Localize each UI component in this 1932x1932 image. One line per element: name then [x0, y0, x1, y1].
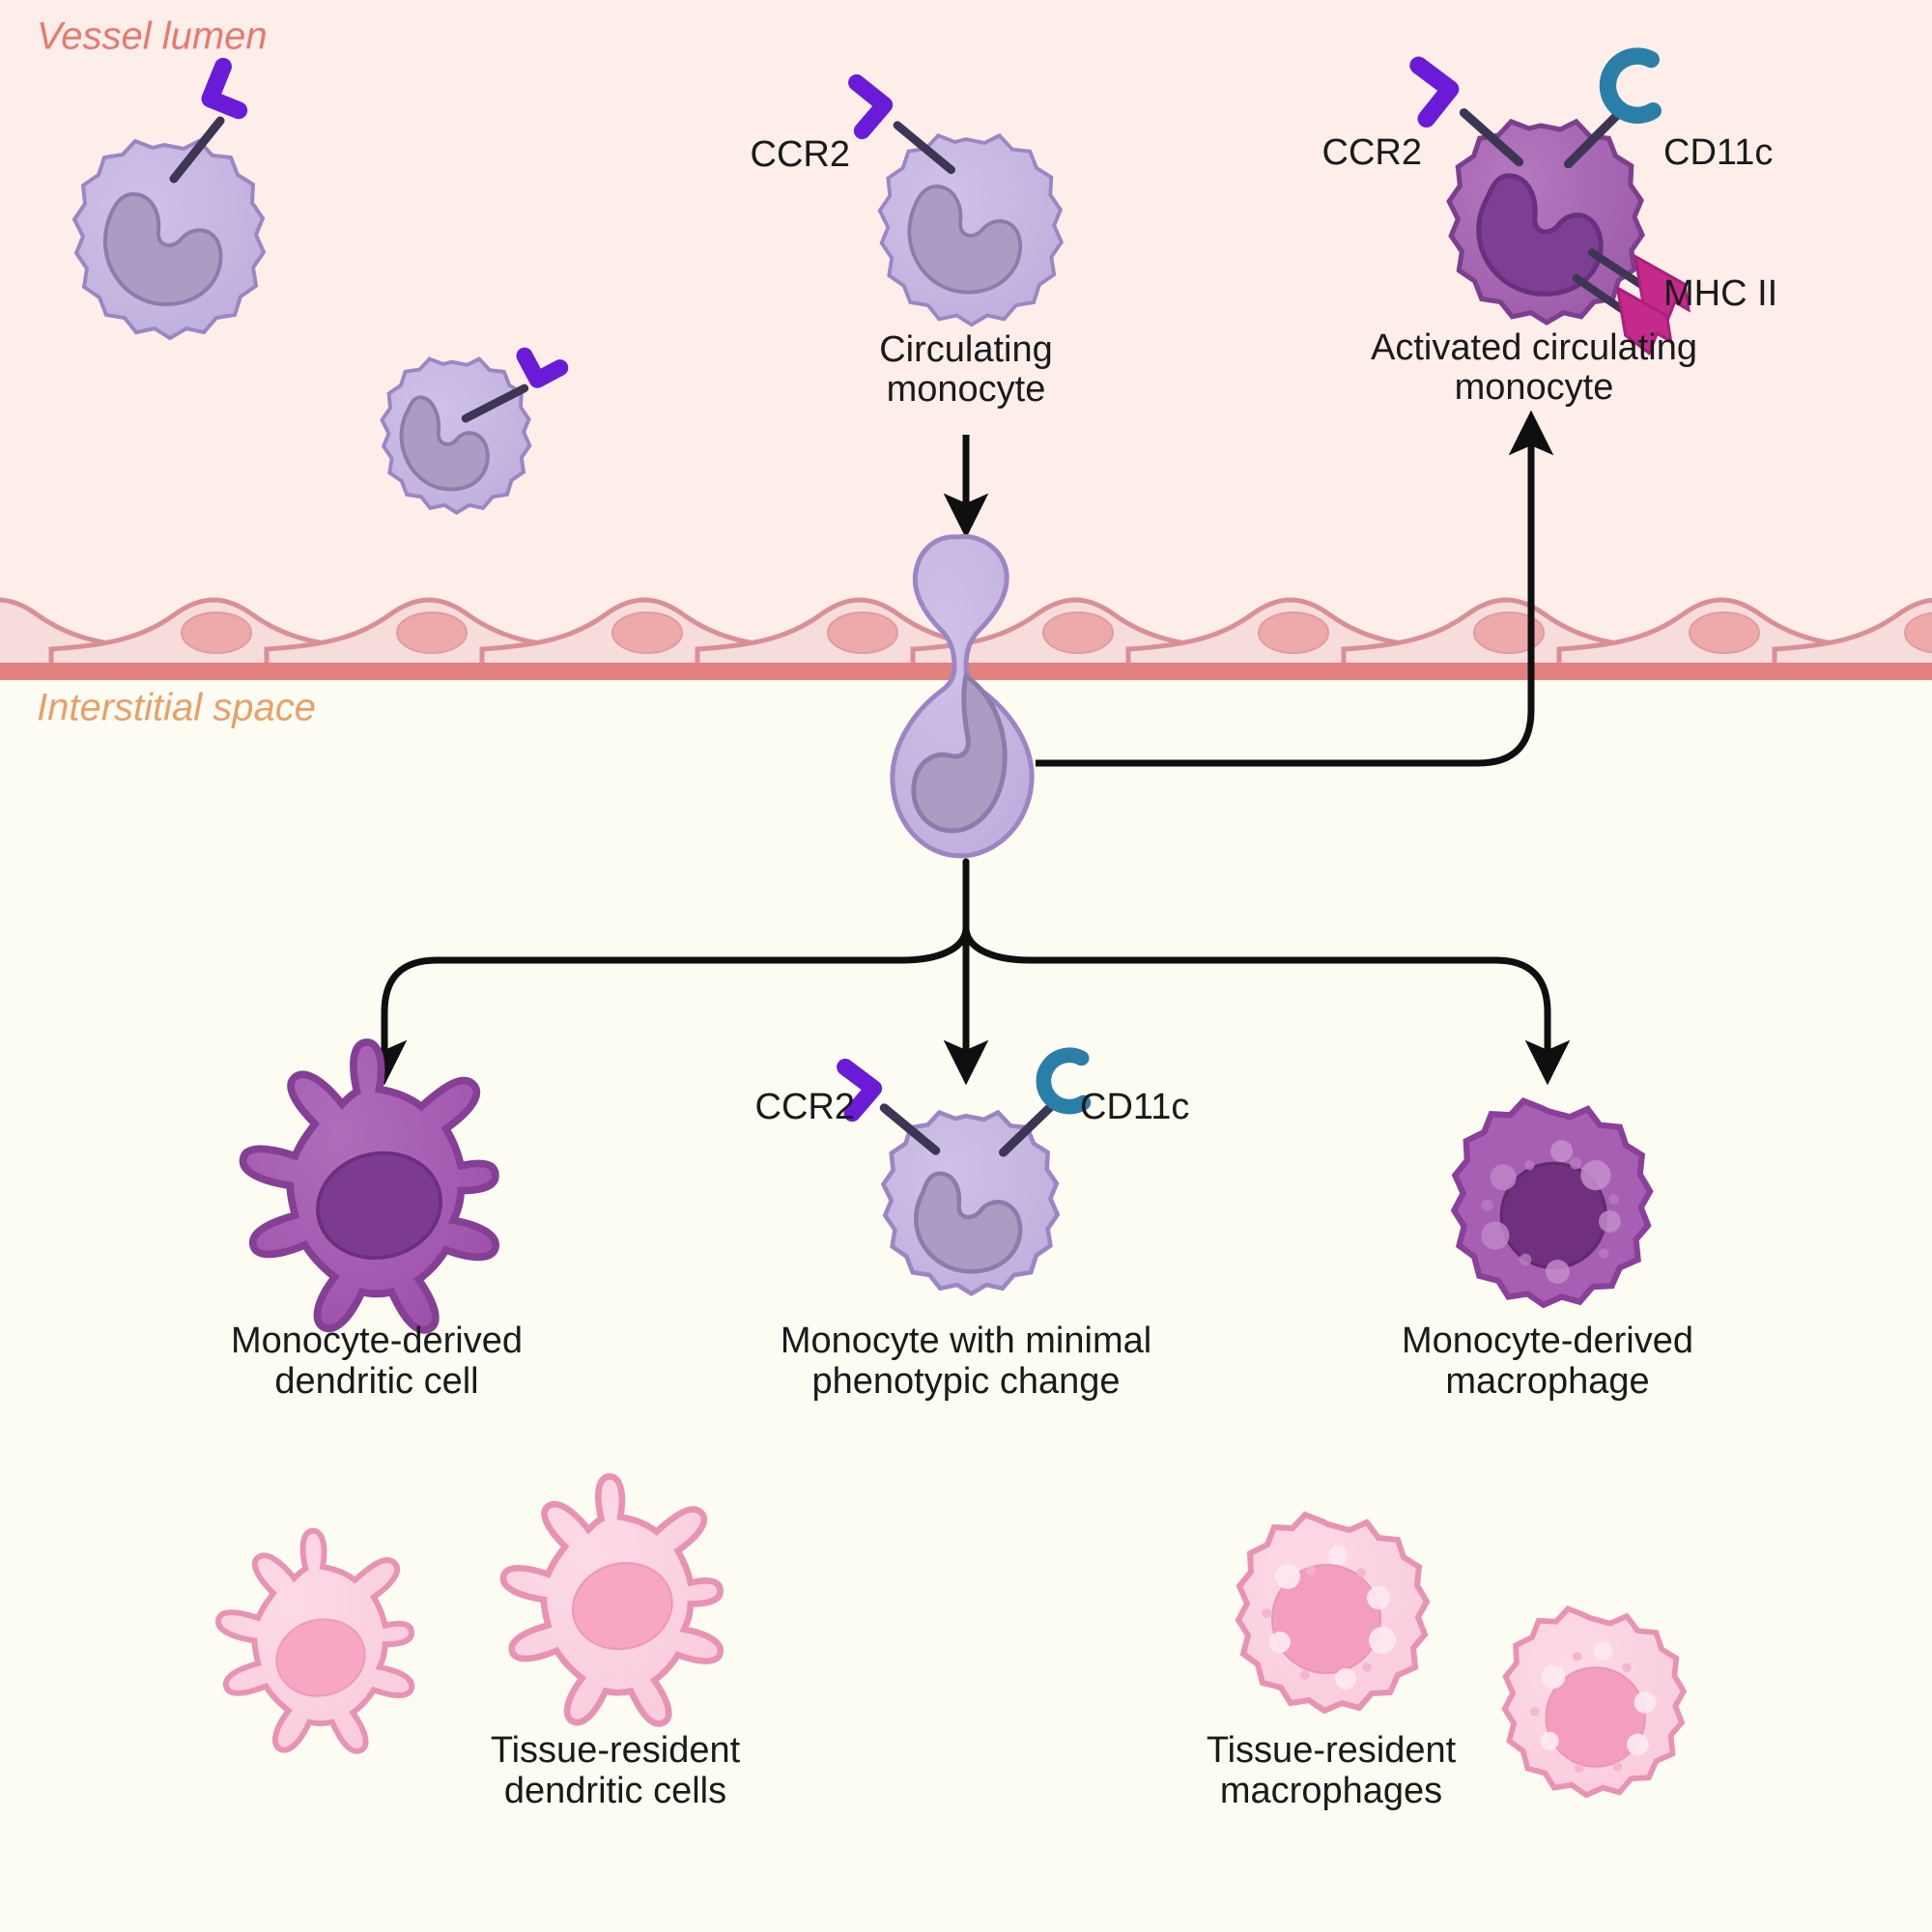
- cd11c-receptor-icon: [1563, 47, 1662, 169]
- fork-arrows: [361, 858, 1571, 1086]
- mddc-label-line2: dendritic cell: [274, 1361, 478, 1402]
- transmigrating-monocyte: [890, 533, 1035, 859]
- tissue-resident-macrophage-1: [1235, 1511, 1431, 1715]
- activated-circulating-monocyte: CCR2 CD11c MHC II Activated circulating …: [1322, 47, 1777, 408]
- minimal-change-label-line2: phenotypic change: [811, 1361, 1120, 1402]
- ccr2-receptor-icon: [169, 57, 248, 184]
- ccr2-label-circulating: CCR2: [751, 134, 850, 175]
- cd11c-receptor-icon: [999, 1047, 1092, 1157]
- tissue-resident-macrophage-2: [1501, 1605, 1688, 1799]
- trdc-label-line1: Tissue-resident: [491, 1730, 741, 1771]
- monocyte-with-minimal-phenotypic-change: CCR2 CD11c Monocyte with minimal phenoty…: [755, 1047, 1189, 1402]
- mdm-label-line1: Monocyte-derived: [1402, 1321, 1693, 1361]
- circulating-monocyte-label-line2: monocyte: [887, 369, 1046, 410]
- arrow-icon-return-to-lumen: [1036, 410, 1554, 767]
- activated-monocyte-label-line2: monocyte: [1455, 367, 1614, 408]
- tissue-resident-dendritic-cells: Tissue-resident dendritic cells: [215, 1473, 741, 1811]
- endothelial-cell-layer: [0, 580, 1932, 680]
- minimal-change-label-line1: Monocyte with minimal: [781, 1321, 1151, 1361]
- ccr2-receptor-icon: [837, 1058, 941, 1155]
- ccr2-label-minimal: CCR2: [755, 1087, 855, 1127]
- tissue-resident-dendritic-cell-2: [499, 1473, 724, 1727]
- circulating-monocyte: CCR2 Circulating monocyte: [751, 73, 1065, 410]
- circulating-monocyte-label-line1: Circulating: [879, 329, 1053, 370]
- ccr2-label-activated: CCR2: [1322, 132, 1422, 173]
- activated-monocyte-label-line1: Activated circulating: [1371, 327, 1697, 368]
- trm-label-line2: macrophages: [1220, 1771, 1442, 1811]
- vessel-lumen-label: Vessel lumen: [37, 15, 268, 58]
- monocyte-derived-macrophage: Monocyte-derived macrophage: [1402, 1097, 1693, 1402]
- tissue-resident-dendritic-cell-1: [215, 1527, 415, 1754]
- ccr2-receptor-icon: [1409, 56, 1524, 167]
- mdm-label-line2: macrophage: [1445, 1361, 1649, 1402]
- interstitial-space-label: Interstitial space: [37, 687, 316, 729]
- tissue-resident-macrophages: Tissue-resident macrophages: [1207, 1511, 1688, 1811]
- monocyte-derived-dendritic-cell: Monocyte-derived dendritic cell: [231, 1038, 523, 1402]
- mddc-label-line1: Monocyte-derived: [231, 1321, 523, 1361]
- cd11c-label-minimal: CD11c: [1080, 1087, 1189, 1127]
- mhcii-label-activated: MHC II: [1663, 273, 1777, 314]
- cd11c-label-activated: CD11c: [1663, 132, 1773, 173]
- ccr2-receptor-icon: [461, 347, 569, 423]
- lumen-monocyte-2: [380, 347, 569, 515]
- ccr2-receptor-icon: [848, 73, 955, 175]
- mhcii-receptor-icon: [1572, 248, 1690, 355]
- trdc-label-line2: dendritic cells: [504, 1771, 726, 1811]
- trm-label-line1: Tissue-resident: [1207, 1730, 1457, 1771]
- lumen-monocyte-1: [71, 57, 267, 341]
